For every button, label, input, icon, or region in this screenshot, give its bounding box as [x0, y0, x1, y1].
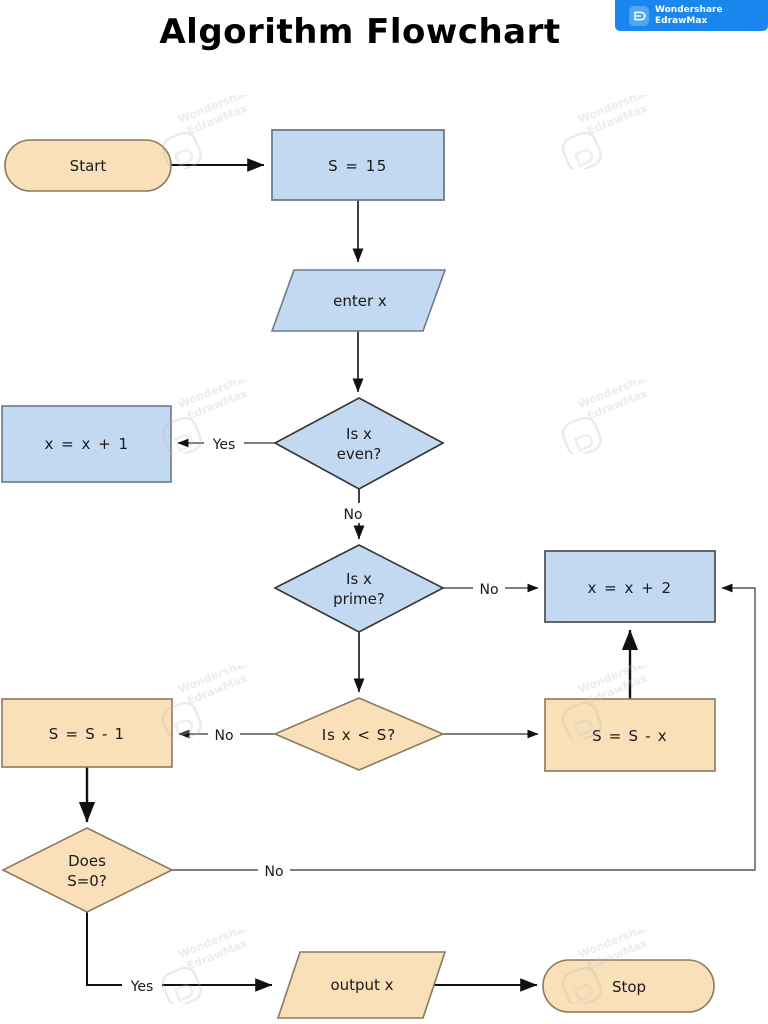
node-sminus1[interactable]: S = S - 1	[1, 698, 173, 768]
label-bg-no-lts	[208, 724, 240, 744]
edge-doess0-yes-to-outputx	[86, 912, 273, 992]
sminus1-label: S = S - 1	[49, 725, 125, 743]
sminus1-shape[interactable]	[1, 698, 173, 768]
label-bg-yes-s0	[122, 975, 162, 995]
s15-label: S = 15	[328, 157, 388, 175]
xplus2-shape[interactable]	[544, 550, 716, 623]
label-bg-no-even	[337, 503, 369, 523]
isprime-shape[interactable]	[273, 544, 445, 633]
stop-label: Stop	[612, 978, 646, 996]
label-bg-no-s0	[258, 860, 290, 880]
isprime-label-line2: prime?	[333, 590, 385, 608]
label-bg-no-prime	[473, 578, 505, 598]
outputx-label: output x	[330, 976, 393, 994]
isxlts-label: Is x < S?	[322, 726, 396, 744]
page-title: Algorithm Flowchart	[159, 12, 561, 52]
outputx-shape[interactable]	[276, 951, 447, 1019]
isprime-label-line1: Is x	[346, 570, 372, 588]
node-isxlts[interactable]: Is x < S?	[272, 697, 446, 771]
start-label: Start	[70, 157, 107, 175]
stop-shape[interactable]	[542, 959, 715, 1013]
node-start[interactable]: Start	[4, 139, 172, 192]
node-doess0[interactable]: Does S=0?	[1, 827, 174, 913]
isxlts-shape[interactable]	[272, 697, 446, 771]
start-shape[interactable]	[4, 139, 172, 192]
edge-doess0-no-loop-to-xplus2	[172, 583, 756, 871]
node-s15[interactable]: S = 15	[271, 129, 445, 201]
sminusx-label: S = S - x	[592, 727, 668, 745]
node-enterx[interactable]: enter x	[270, 269, 447, 332]
brand-line-1: Wondershare	[655, 5, 723, 16]
xplus1-label: x = x + 1	[44, 435, 129, 453]
iseven-shape[interactable]	[273, 397, 445, 490]
enterx-shape[interactable]	[270, 269, 447, 332]
node-iseven[interactable]: Is x even?	[273, 397, 445, 490]
edge-label-no-even: No	[343, 507, 362, 523]
edge-label-yes-even: Yes	[212, 437, 236, 453]
s15-shape[interactable]	[271, 129, 445, 201]
doess0-label-line2: S=0?	[67, 872, 107, 890]
iseven-label-line1: Is x	[346, 425, 372, 443]
wondershare-edrawmax-badge: Wondershare EdrawMax	[615, 0, 768, 31]
node-xplus1[interactable]: x = x + 1	[1, 405, 172, 483]
xplus1-shape[interactable]	[1, 405, 172, 483]
edge-label-no-prime: No	[479, 582, 498, 598]
node-stop[interactable]: Stop	[542, 959, 715, 1013]
enterx-label: enter x	[333, 292, 387, 310]
xplus2-label: x = x + 2	[587, 579, 672, 597]
label-bg-yes-even	[204, 433, 244, 453]
sminusx-shape[interactable]	[544, 698, 716, 772]
node-sminusx[interactable]: S = S - x	[544, 698, 716, 772]
node-isprime[interactable]: Is x prime?	[273, 544, 445, 633]
edge-label-no-lts: No	[214, 728, 233, 744]
edge-labels: Yes No No No No Yes	[122, 433, 505, 995]
edge-label-yes-s0: Yes	[130, 979, 154, 995]
doess0-label-line1: Does	[68, 852, 106, 870]
edge-label-no-s0: No	[264, 864, 283, 880]
iseven-label-line2: even?	[337, 445, 382, 463]
doess0-shape[interactable]	[1, 827, 174, 913]
node-outputx[interactable]: output x	[276, 951, 447, 1019]
edrawmax-logo-icon	[629, 5, 649, 26]
node-xplus2[interactable]: x = x + 2	[544, 550, 716, 623]
brand-line-2: EdrawMax	[655, 15, 708, 26]
